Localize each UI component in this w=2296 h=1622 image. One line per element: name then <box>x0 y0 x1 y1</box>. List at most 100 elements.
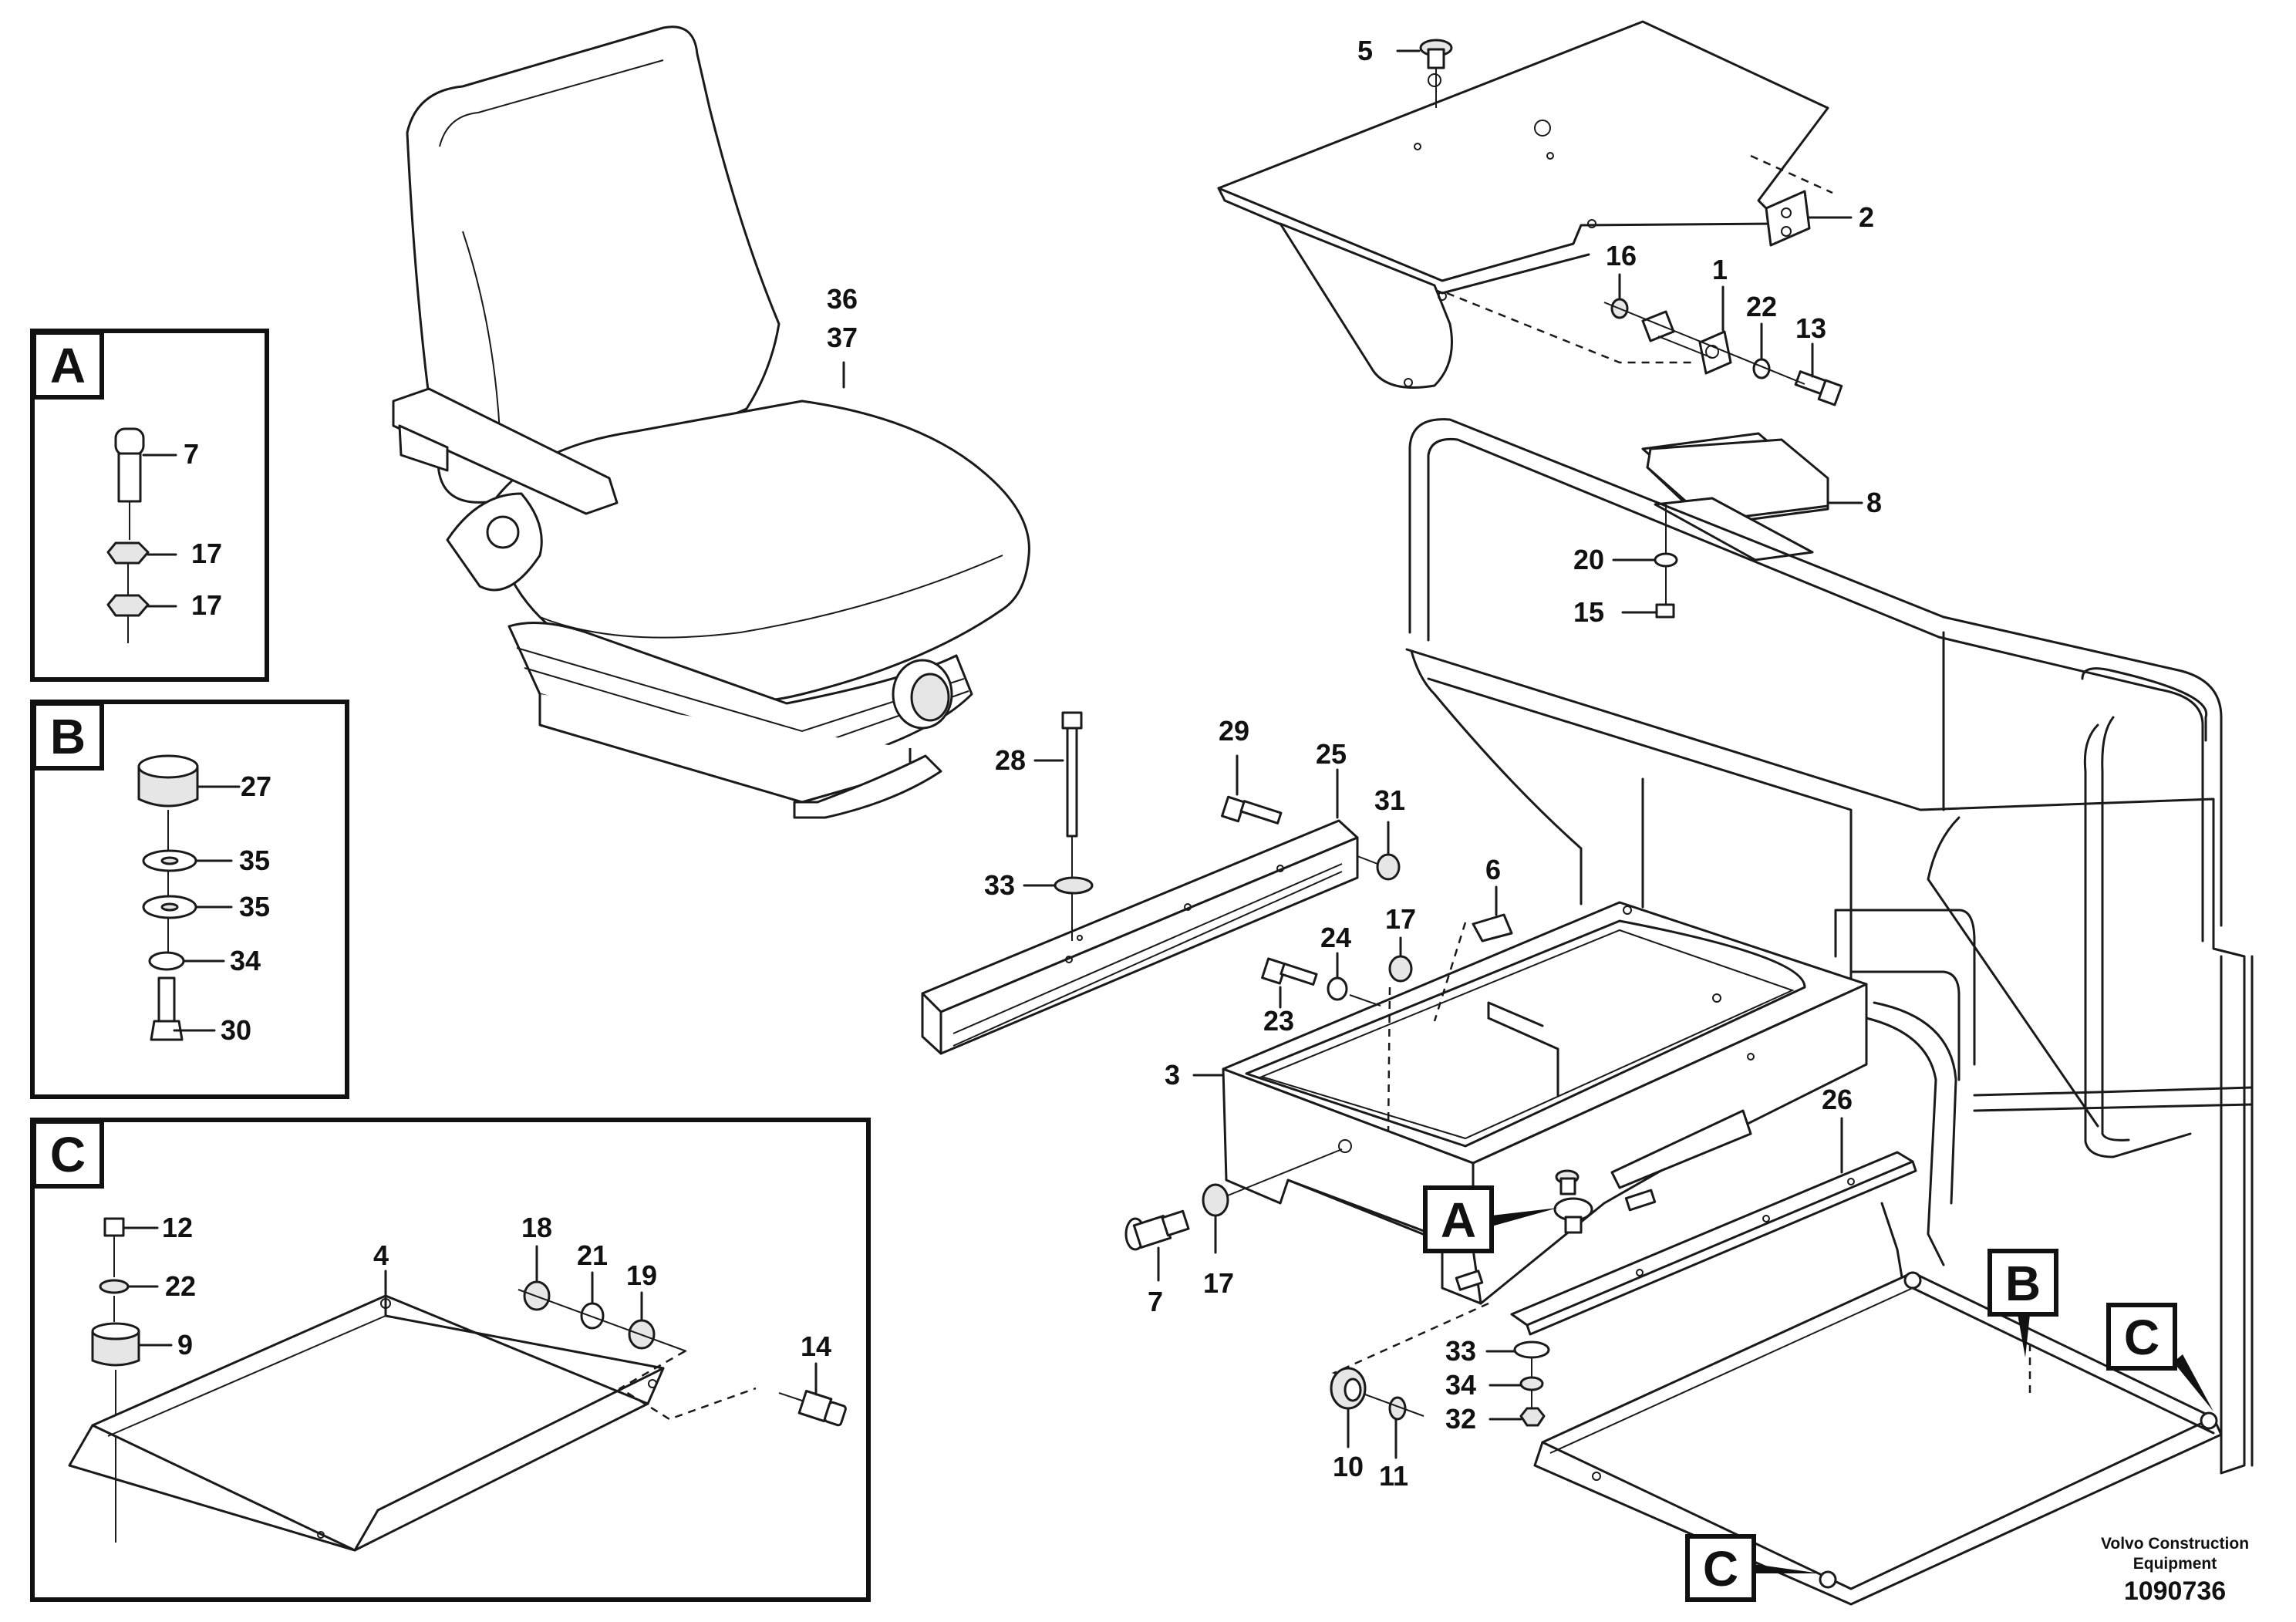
clip-part <box>1433 913 1513 1022</box>
svg-text:C: C <box>2124 1310 2159 1365</box>
bolt-part <box>1221 795 1283 824</box>
label-17: 17 <box>1203 1267 1234 1299</box>
inset-a-letter: A <box>50 338 86 393</box>
washer-part <box>1054 876 1094 895</box>
nut-part <box>518 1280 687 1352</box>
label-3: 3 <box>1165 1059 1180 1091</box>
inset-a-tag <box>32 330 104 400</box>
label-35: 35 <box>239 845 270 876</box>
bolt-part <box>150 976 184 1041</box>
label-25: 25 <box>1316 738 1347 770</box>
document-number: 1090736 <box>2124 1576 2226 1606</box>
tray-part <box>68 1294 665 1552</box>
nut-part <box>106 541 150 643</box>
label-37: 37 <box>827 322 858 353</box>
inset-c: C <box>30 1118 871 1602</box>
label-17: 17 <box>191 589 222 621</box>
inset-a-frame <box>30 329 269 682</box>
label-18: 18 <box>521 1212 552 1243</box>
buffer-part <box>137 754 199 808</box>
washer-part <box>1513 1340 1550 1359</box>
label-36: 36 <box>827 283 858 315</box>
label-22: 22 <box>1746 291 1777 322</box>
storage-box <box>1222 901 1868 1305</box>
label-30: 30 <box>221 1014 251 1046</box>
seat-tray <box>1533 1271 2223 1606</box>
label-6: 6 <box>1485 854 1501 885</box>
washer-part <box>1327 976 1348 1001</box>
label-23: 23 <box>1263 1005 1294 1037</box>
bolt-part <box>103 1217 125 1237</box>
callout-c-right: C <box>2106 1303 2213 1411</box>
label-35: 35 <box>239 891 270 922</box>
bolt-part <box>778 1389 847 1427</box>
knob-part <box>1419 39 1453 108</box>
lower-rail <box>1510 1151 1917 1336</box>
label-29: 29 <box>1219 715 1249 747</box>
inset-c-tag <box>32 1119 104 1189</box>
seat-plate <box>1217 20 1829 389</box>
label-9: 9 <box>177 1329 193 1361</box>
company-line-1: Volvo Construction <box>2101 1535 2249 1553</box>
nut-part <box>1388 955 1413 983</box>
washer-part <box>99 1279 130 1294</box>
label-14: 14 <box>801 1330 831 1362</box>
svg-text:A: A <box>1441 1192 1476 1248</box>
label-16: 16 <box>1606 240 1637 271</box>
inset-c-letter: C <box>50 1127 86 1182</box>
label-5: 5 <box>1357 35 1373 66</box>
buffer-part <box>1330 1367 1424 1421</box>
nut-part <box>1376 853 1401 881</box>
washer-part <box>148 951 185 971</box>
label-20: 20 <box>1573 544 1604 575</box>
label-17: 17 <box>191 538 222 569</box>
nut-part <box>1519 1407 1546 1427</box>
pin-part <box>1124 1148 1343 1251</box>
label-7: 7 <box>184 438 199 470</box>
svg-text:C: C <box>1703 1541 1738 1597</box>
label-11: 11 <box>1379 1460 1408 1492</box>
label-32: 32 <box>1445 1403 1476 1435</box>
bracket-part <box>1765 190 1811 247</box>
inset-b-tag <box>32 701 104 771</box>
label-34: 34 <box>1445 1369 1476 1401</box>
svg-text:B: B <box>2005 1256 2041 1311</box>
pin-part <box>114 427 145 540</box>
seat-rail <box>921 819 1359 1055</box>
label-34: 34 <box>230 945 261 976</box>
label-15: 15 <box>1573 596 1604 628</box>
label-8: 8 <box>1866 487 1882 518</box>
washer-part <box>1519 1376 1544 1391</box>
hinge-part <box>1603 298 1843 406</box>
label-26: 26 <box>1822 1084 1853 1115</box>
label-21: 21 <box>577 1239 608 1271</box>
label-7: 7 <box>1148 1286 1163 1317</box>
label-12: 12 <box>162 1212 193 1243</box>
inset-c-frame <box>30 1118 871 1602</box>
inset-b: B 27 35 35 34 30 <box>30 700 349 1099</box>
label-31: 31 <box>1374 784 1405 816</box>
label-24: 24 <box>1320 922 1351 953</box>
label-19: 19 <box>626 1259 657 1291</box>
inset-b-letter: B <box>50 709 86 764</box>
label-1: 1 <box>1712 254 1728 285</box>
label-2: 2 <box>1859 201 1874 233</box>
callout-a: A <box>1423 1185 1558 1253</box>
label-4: 4 <box>373 1239 389 1271</box>
latch-part <box>1455 1169 1657 1291</box>
bolt-part <box>1261 957 1381 1007</box>
callout-b: B <box>1988 1249 2058 1357</box>
callout-c-bottom: C <box>1685 1534 1820 1602</box>
label-28: 28 <box>995 744 1026 776</box>
bolt-part <box>1061 711 1083 941</box>
label-33: 33 <box>984 869 1015 901</box>
cab-frame <box>1405 418 2254 1475</box>
label-27: 27 <box>241 771 271 802</box>
armrest-pad <box>1641 432 1829 619</box>
operator-seat <box>392 25 1030 819</box>
inset-a: A 7 17 17 <box>30 329 269 682</box>
label-17: 17 <box>1385 903 1416 935</box>
label-13: 13 <box>1795 312 1826 344</box>
label-10: 10 <box>1333 1451 1364 1482</box>
